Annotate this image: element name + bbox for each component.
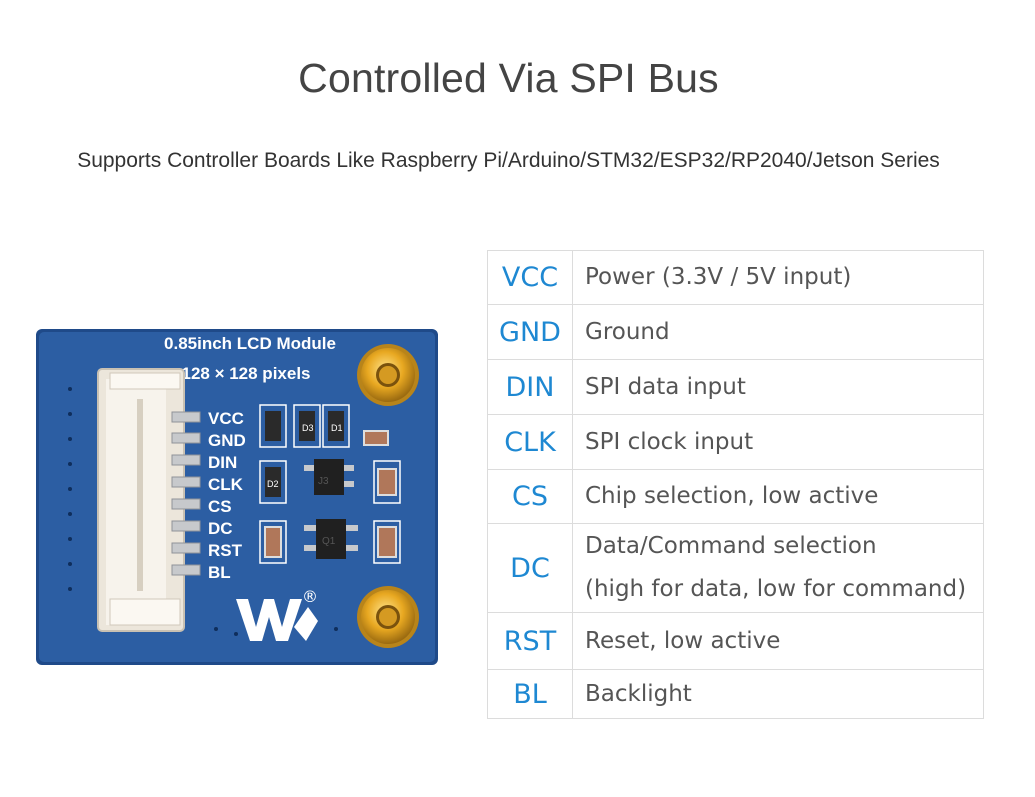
silk-rst: RST	[208, 541, 243, 560]
silk-d1: D1	[331, 423, 343, 433]
pin-name-bl: BL	[487, 669, 573, 719]
registered-mark: ®	[302, 587, 318, 606]
mounting-hole-bottom	[357, 586, 419, 648]
pin-row: CLK SPI clock input	[487, 414, 984, 470]
pin-desc-vcc: Power (3.3V / 5V input)	[572, 250, 984, 305]
pin-row: VCC Power (3.3V / 5V input)	[487, 250, 984, 305]
silk-din: DIN	[208, 453, 237, 472]
pin-name-din: DIN	[487, 359, 573, 415]
silk-vcc: VCC	[208, 409, 244, 428]
pin-row: DC Data/Command selection (high for data…	[487, 523, 984, 613]
pin-desc-cs: Chip selection, low active	[572, 469, 984, 524]
connector	[97, 368, 185, 632]
pin-desc-rst: Reset, low active	[572, 612, 984, 670]
silk-gnd: GND	[208, 431, 246, 450]
chips: J3 Q1	[304, 459, 358, 559]
pin-desc-gnd: Ground	[572, 304, 984, 360]
pin-desc-bl: Backlight	[572, 669, 984, 719]
silk-clk: CLK	[208, 475, 244, 494]
pin-row: BL Backlight	[487, 669, 984, 719]
page-subtitle: Supports Controller Boards Like Raspberr…	[77, 149, 940, 172]
page-title: Controlled Via SPI Bus	[298, 55, 719, 101]
pin-name-vcc: VCC	[487, 250, 573, 305]
pin-name-clk: CLK	[487, 414, 573, 470]
silk-d2: D2	[267, 479, 279, 489]
silk-q1: Q1	[322, 536, 336, 547]
pin-desc-din: SPI data input	[572, 359, 984, 415]
board-resolution-silk: 128 × 128 pixels	[181, 364, 310, 383]
pin-row: DIN SPI data input	[487, 359, 984, 415]
via-dots	[68, 387, 338, 636]
pin-row: RST Reset, low active	[487, 612, 984, 670]
pin-row: GND Ground	[487, 304, 984, 360]
capacitors	[264, 430, 397, 558]
pin-name-gnd: GND	[487, 304, 573, 360]
silk-cs: CS	[208, 497, 232, 516]
board-title-silk: 0.85inch LCD Module	[164, 334, 336, 353]
waveshare-logo	[236, 599, 318, 641]
pin-desc-dc: Data/Command selection (high for data, l…	[572, 523, 984, 613]
pin-desc-dc-line2: (high for data, low for command)	[585, 576, 967, 602]
component-outlines	[259, 404, 401, 564]
pin-name-cs: CS	[487, 469, 573, 524]
pin-name-dc: DC	[487, 523, 573, 613]
mounting-hole-top	[357, 344, 419, 406]
pin-desc-dc-line1: Data/Command selection	[585, 533, 877, 559]
pin-row: CS Chip selection, low active	[487, 469, 984, 524]
silk-bl: BL	[208, 563, 231, 582]
lcd-module-board-image: 0.85inch LCD Module 128 × 128 pixels VCC…	[36, 329, 438, 665]
silk-j3: J3	[318, 476, 329, 487]
silk-dc: DC	[208, 519, 233, 538]
pin-table: VCC Power (3.3V / 5V input) GND Ground D…	[487, 250, 984, 719]
pin-name-rst: RST	[487, 612, 573, 670]
pin-desc-clk: SPI clock input	[572, 414, 984, 470]
silk-d3: D3	[302, 423, 314, 433]
pin-pads	[171, 411, 201, 576]
